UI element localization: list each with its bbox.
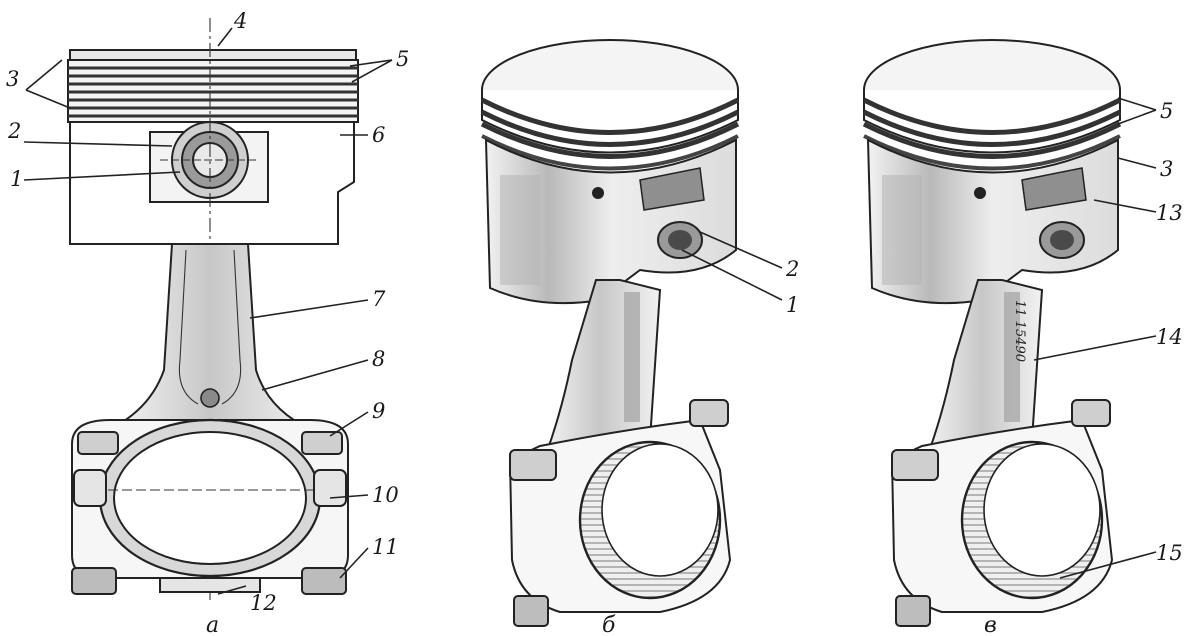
view-a: 3 2 1 4 5 6 7 8 9 10 11 12 a — [6, 9, 409, 636]
label-a-11: 11 — [372, 535, 399, 559]
label-c-14: 14 — [1156, 325, 1183, 349]
leader-lines-a — [23, 27, 393, 595]
label-a-6: 6 — [372, 123, 385, 147]
piston-ring-grooves — [67, 59, 359, 123]
label-a-7: 7 — [372, 287, 386, 311]
oil-hole — [200, 388, 220, 408]
label-c-5: 5 — [1160, 99, 1173, 123]
label-a-1: 1 — [10, 167, 23, 191]
piston-rings-c — [862, 97, 1122, 171]
rod-marking: 11 15490 — [1012, 300, 1027, 362]
caption-view-b: б — [602, 613, 616, 636]
view-c: 11 15490 5 3 13 14 15 в — [862, 39, 1183, 636]
label-b-1: 1 — [786, 293, 799, 317]
rod-cap-lug — [159, 577, 261, 593]
label-a-3: 3 — [6, 67, 19, 91]
label-b-2: 2 — [785, 257, 799, 281]
label-a-2: 2 — [7, 119, 21, 143]
piston-crown — [69, 49, 357, 61]
label-a-12: 12 — [250, 591, 277, 615]
label-a-5: 5 — [396, 47, 409, 71]
label-a-4: 4 — [233, 9, 247, 33]
label-a-10: 10 — [372, 483, 399, 507]
label-c-3: 3 — [1160, 157, 1173, 181]
caption-view-a: a — [206, 613, 219, 636]
rod-bolts — [71, 431, 347, 595]
label-a-8: 8 — [372, 347, 385, 371]
label-a-9: 9 — [372, 399, 385, 423]
piston-rings-b — [480, 97, 740, 171]
view-b: 2 1 б — [480, 39, 799, 636]
label-c-15: 15 — [1156, 541, 1183, 565]
part-labels-a: 3 2 1 4 5 6 7 8 9 10 11 12 — [6, 9, 409, 615]
caption-view-c: в — [984, 613, 997, 636]
label-c-13: 13 — [1156, 201, 1183, 225]
